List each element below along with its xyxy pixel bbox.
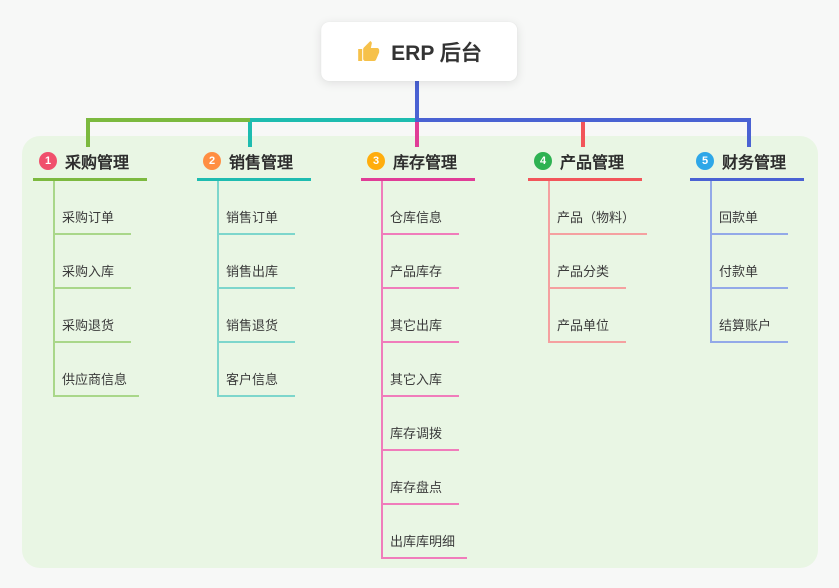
child-node[interactable]: 采购入库 bbox=[53, 235, 131, 289]
branch-label: 财务管理 bbox=[722, 155, 787, 172]
branch-node-finance[interactable]: 5 财务管理 bbox=[690, 146, 804, 181]
child-node[interactable]: 销售退货 bbox=[217, 289, 295, 343]
drop-line-finance bbox=[747, 122, 751, 147]
child-node[interactable]: 库存盘点 bbox=[381, 451, 459, 505]
child-rail-line bbox=[710, 181, 712, 343]
branch-node-purchase[interactable]: 1 采购管理 bbox=[33, 146, 147, 181]
child-node[interactable]: 其它入库 bbox=[381, 343, 459, 397]
rail-segment-right bbox=[415, 118, 751, 122]
branch-label: 库存管理 bbox=[393, 155, 458, 172]
child-node[interactable]: 产品库存 bbox=[381, 235, 459, 289]
child-node[interactable]: 产品（物料） bbox=[548, 181, 648, 235]
branch-number-badge: 3 bbox=[367, 152, 385, 170]
child-node[interactable]: 出库库明细 bbox=[381, 505, 468, 559]
rail-segment-mid bbox=[250, 118, 415, 122]
child-node[interactable]: 结算账户 bbox=[710, 289, 788, 343]
root-node[interactable]: ERP 后台 bbox=[321, 22, 517, 81]
child-node[interactable]: 产品分类 bbox=[548, 235, 626, 289]
root-connector-line bbox=[415, 81, 419, 122]
child-rail-line bbox=[381, 181, 383, 559]
child-rail-line bbox=[217, 181, 219, 397]
branches-panel bbox=[22, 136, 818, 568]
branch-number-badge: 2 bbox=[203, 152, 221, 170]
child-rail-line bbox=[548, 181, 550, 343]
branch-number-badge: 5 bbox=[696, 152, 714, 170]
child-node[interactable]: 供应商信息 bbox=[53, 343, 140, 397]
child-node[interactable]: 产品单位 bbox=[548, 289, 626, 343]
child-node[interactable]: 仓库信息 bbox=[381, 181, 459, 235]
drop-line-inventory bbox=[415, 122, 419, 147]
child-node[interactable]: 其它出库 bbox=[381, 289, 459, 343]
branch-node-product[interactable]: 4 产品管理 bbox=[528, 146, 642, 181]
drop-line-purchase bbox=[86, 122, 90, 147]
branch-label: 销售管理 bbox=[229, 155, 294, 172]
branch-sales: 2 销售管理 销售订单 销售出库 销售退货 客户信息 bbox=[197, 146, 311, 397]
branch-label: 产品管理 bbox=[560, 155, 625, 172]
child-node[interactable]: 销售出库 bbox=[217, 235, 295, 289]
branch-purchase: 1 采购管理 采购订单 采购入库 采购退货 供应商信息 bbox=[33, 146, 147, 397]
branch-inventory: 3 库存管理 仓库信息 产品库存 其它出库 其它入库 库存调拨 库存盘点 出库库… bbox=[361, 146, 475, 559]
child-node[interactable]: 采购退货 bbox=[53, 289, 131, 343]
branch-label: 采购管理 bbox=[65, 155, 130, 172]
child-node[interactable]: 回款单 bbox=[710, 181, 788, 235]
drop-line-product bbox=[581, 122, 585, 147]
child-node[interactable]: 付款单 bbox=[710, 235, 788, 289]
child-node[interactable]: 采购订单 bbox=[53, 181, 131, 235]
branch-product: 4 产品管理 产品（物料） 产品分类 产品单位 bbox=[528, 146, 648, 343]
branch-finance: 5 财务管理 回款单 付款单 结算账户 bbox=[690, 146, 804, 343]
thumbs-up-icon bbox=[356, 40, 380, 64]
branch-node-inventory[interactable]: 3 库存管理 bbox=[361, 146, 475, 181]
branch-node-sales[interactable]: 2 销售管理 bbox=[197, 146, 311, 181]
branch-number-badge: 1 bbox=[39, 152, 57, 170]
child-node[interactable]: 客户信息 bbox=[217, 343, 295, 397]
child-rail-line bbox=[53, 181, 55, 397]
child-node[interactable]: 销售订单 bbox=[217, 181, 295, 235]
rail-segment-left bbox=[86, 118, 250, 122]
root-node-label: ERP 后台 bbox=[391, 41, 482, 65]
child-node[interactable]: 库存调拨 bbox=[381, 397, 459, 451]
branch-number-badge: 4 bbox=[534, 152, 552, 170]
drop-line-sales bbox=[248, 122, 252, 147]
